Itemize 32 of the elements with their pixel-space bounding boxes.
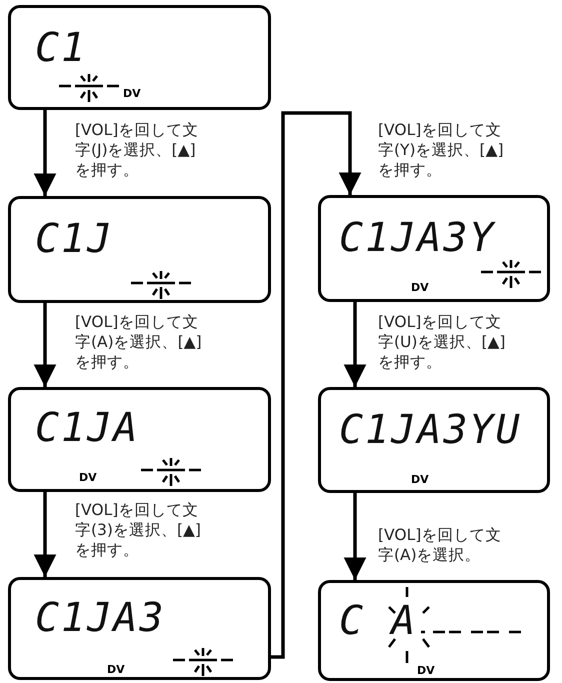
mode-indicator: DV [107,664,125,676]
lcd-screen [8,5,271,110]
lcd-screen [8,387,271,492]
instruction-text: [VOL]を回して文字(A)を選択。 [378,525,502,565]
mode-indicator: DV [417,665,435,677]
instruction-text: [VOL]を回して文字(U)を選択、[▲]を押す。 [378,312,506,372]
mode-indicator: DV [411,474,429,486]
lcd-characters: C1JA3 [35,596,166,640]
lcd-characters: C1 [35,26,88,70]
lcd-screen [318,580,550,681]
lcd-screen [8,196,271,303]
instruction-text: [VOL]を回して文字(A)を選択、[▲]を押す。 [75,312,203,372]
mode-indicator: DV [411,282,429,294]
lcd-screen [318,195,550,302]
arrow [344,302,366,387]
arrow [344,493,366,580]
instruction-text: [VOL]を回して文字(J)を選択、[▲]を押す。 [75,120,200,180]
arrow [271,111,362,659]
lcd-characters: C1JA3Y [339,216,496,260]
mode-indicator: DV [79,472,97,484]
lcd-characters: C A [339,599,418,643]
arrow [34,492,56,577]
arrow [34,303,56,387]
arrow [34,110,56,196]
lcd-characters: C1J [35,217,114,261]
mode-indicator: DV [123,88,141,100]
lcd-screen [318,387,550,493]
lcd-screen [8,577,271,680]
instruction-text: [VOL]を回して文字(3)を選択、[▲]を押す。 [75,500,202,560]
lcd-characters: C1JA [35,406,140,450]
lcd-characters: C1JA3YU [339,408,522,452]
instruction-text: [VOL]を回して文字(Y)を選択、[▲]を押す。 [378,120,505,180]
